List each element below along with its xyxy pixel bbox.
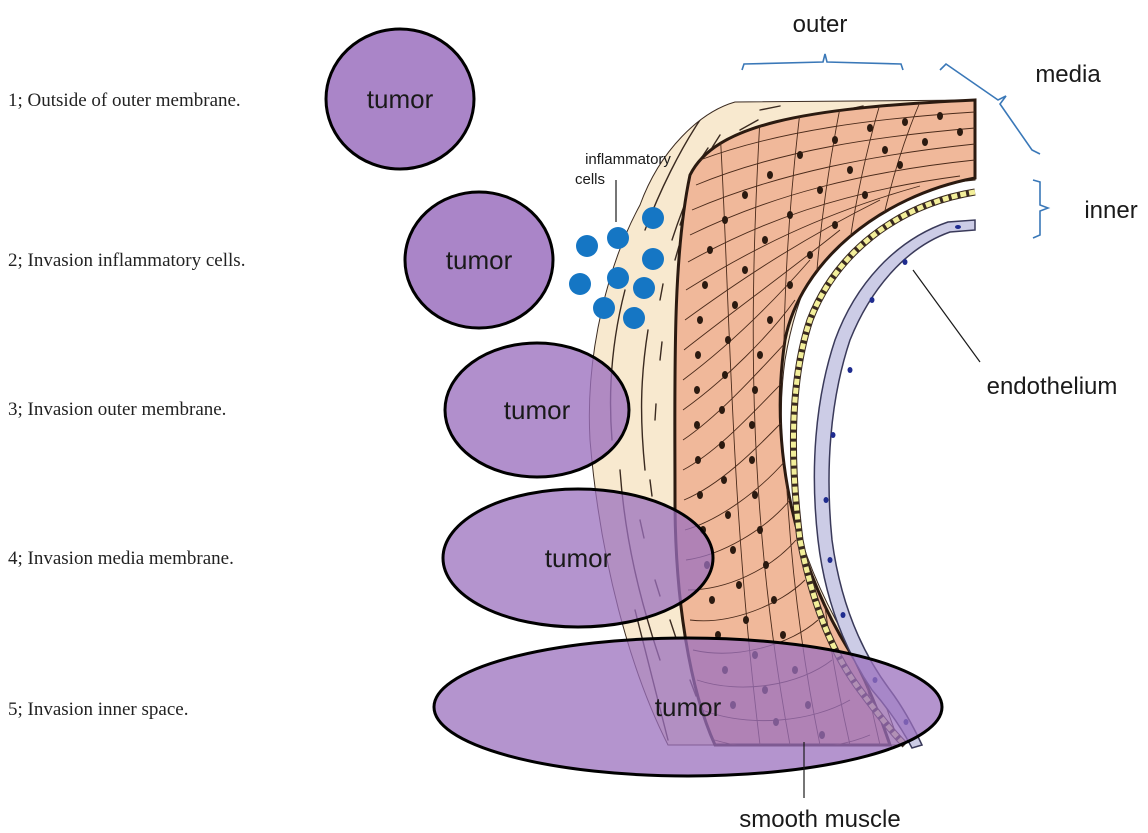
tumor-2-label: tumor: [446, 245, 513, 275]
smooth-muscle-label: smooth muscle: [739, 806, 900, 833]
inner-label: inner: [1084, 197, 1137, 224]
outer-bracket: [742, 54, 903, 70]
inflammatory-cells-label-line2: cells: [575, 171, 605, 188]
tumor-3: tumor: [445, 343, 629, 477]
inflammatory-cells-label-line1: inflammatory: [585, 151, 671, 168]
tumor-1-label: tumor: [367, 84, 434, 114]
tumor-4-label: tumor: [545, 543, 612, 573]
endothelium-label: endothelium: [987, 373, 1118, 400]
media-label: media: [1035, 61, 1101, 88]
endothelium-leader-line: [913, 270, 980, 362]
tumor-5-label: tumor: [655, 692, 722, 722]
tumor-3-label: tumor: [504, 395, 571, 425]
tumor-1: tumor: [326, 29, 474, 169]
tumor-4: tumor: [443, 489, 713, 627]
tumor-2: tumor: [405, 192, 553, 328]
outer-label: outer: [793, 11, 848, 38]
tumor-5: tumor: [434, 638, 942, 776]
inner-bracket: [1033, 180, 1048, 238]
